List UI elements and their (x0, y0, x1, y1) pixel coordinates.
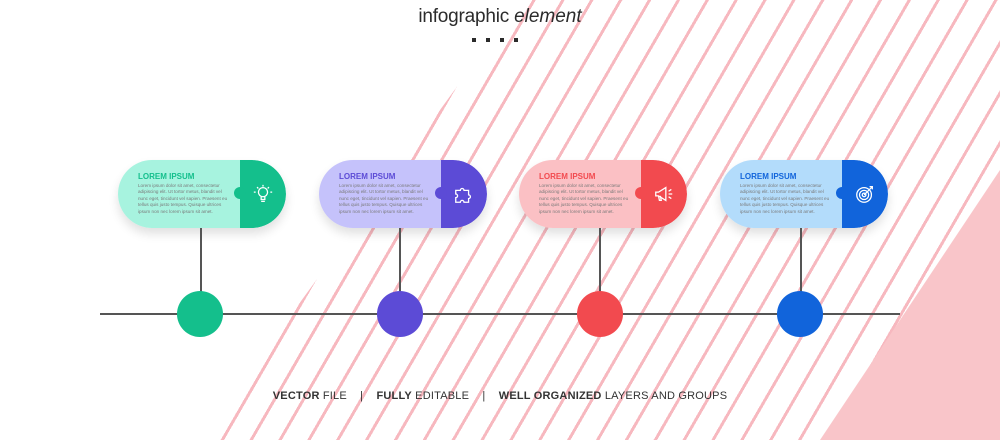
card-notch (635, 187, 647, 199)
step-description: Lorem ipsum dolor sit amet, consectetur … (138, 183, 228, 214)
title-bold: infographic (418, 6, 510, 27)
footer-fully: FULLY (376, 390, 412, 402)
card-body (118, 160, 240, 228)
step-card-1: LOREM IPSUM Lorem ipsum dolor sit amet, … (118, 160, 286, 228)
step-stem-3 (599, 228, 601, 292)
step-stem-2 (399, 228, 401, 292)
step-heading: LOREM IPSUM (539, 172, 596, 181)
footer-file: FILE (319, 390, 347, 402)
footer-separator: | (482, 390, 486, 402)
footer-editable: EDITABLE (411, 390, 470, 402)
step-description: Lorem ipsum dolor sit amet, consectetur … (539, 183, 629, 214)
stock-id: 632801830 (0, 315, 1, 370)
step-card-3: LOREM IPSUM Lorem ipsum dolor sit amet, … (519, 160, 687, 228)
footer-caption: VECTOR FILE | FULLY EDITABLE | WELL ORGA… (0, 390, 1000, 402)
step-stem-1 (200, 228, 202, 292)
footer-separator: | (360, 390, 364, 402)
step-heading: LOREM IPSUM (138, 172, 195, 181)
step-description: Lorem ipsum dolor sit amet, consectetur … (339, 183, 429, 214)
card-notch (234, 187, 246, 199)
step-heading: LOREM IPSUM (740, 172, 797, 181)
megaphone-icon (655, 186, 673, 202)
step-stem-4 (800, 228, 802, 292)
card-body (519, 160, 641, 228)
target-icon (856, 186, 873, 203)
step-description: Lorem ipsum dolor sit amet, consectetur … (740, 183, 830, 214)
card-body (720, 160, 842, 228)
timeline-node-2 (377, 291, 423, 337)
lightbulb-icon (253, 184, 273, 202)
title-italic: element (514, 6, 582, 27)
timeline-node-1 (177, 291, 223, 337)
card-body (319, 160, 441, 228)
timeline-line (100, 313, 900, 315)
footer-well-organized: WELL ORGANIZED (498, 390, 602, 402)
card-cap (240, 160, 286, 228)
step-card-4: LOREM IPSUM Lorem ipsum dolor sit amet, … (720, 160, 888, 228)
card-notch (836, 187, 848, 199)
footer-layers: LAYERS AND GROUPS (601, 390, 728, 402)
step-heading: LOREM IPSUM (339, 172, 396, 181)
footer-vector: VECTOR (272, 390, 320, 402)
timeline-node-4 (777, 291, 823, 337)
title-dots (472, 38, 518, 42)
puzzle-icon (455, 187, 472, 203)
step-card-2: LOREM IPSUM Lorem ipsum dolor sit amet, … (319, 160, 487, 228)
card-notch (435, 187, 447, 199)
timeline-node-3 (577, 291, 623, 337)
